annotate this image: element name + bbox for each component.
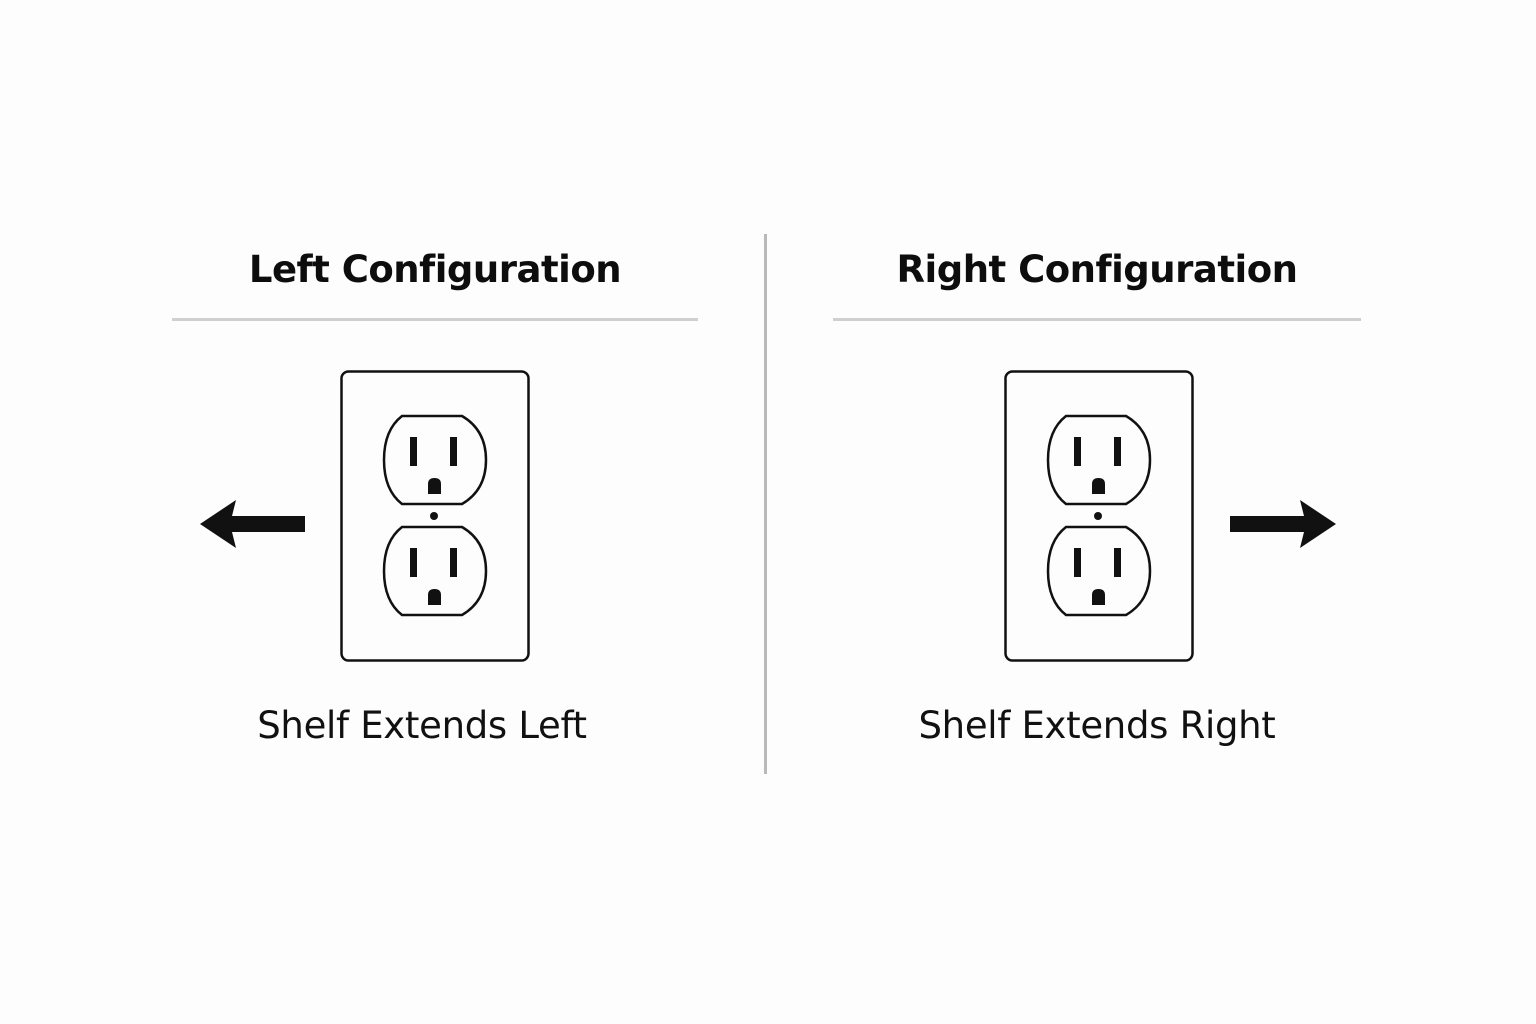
arrow-right-icon xyxy=(1230,500,1336,548)
lower-receptacle xyxy=(382,525,488,617)
duplex-outlet-icon xyxy=(1004,370,1194,662)
right-configuration-caption: Shelf Extends Right xyxy=(918,704,1276,747)
left-title-underline xyxy=(172,318,698,321)
right-title-underline xyxy=(833,318,1361,321)
left-configuration-caption: Shelf Extends Left xyxy=(257,704,587,747)
right-configuration-title: Right Configuration xyxy=(896,248,1298,291)
upper-receptacle xyxy=(382,414,488,506)
center-divider xyxy=(764,234,767,774)
left-configuration-title: Left Configuration xyxy=(248,248,622,291)
arrow-left-icon xyxy=(200,500,305,548)
upper-receptacle xyxy=(1046,414,1152,506)
lower-receptacle xyxy=(1046,525,1152,617)
left-configuration-panel: Left Configuration Shelf Extends Left xyxy=(0,0,765,1024)
duplex-outlet-icon xyxy=(340,370,530,662)
right-configuration-panel: Right Configuration Shelf Extends Right xyxy=(767,0,1536,1024)
